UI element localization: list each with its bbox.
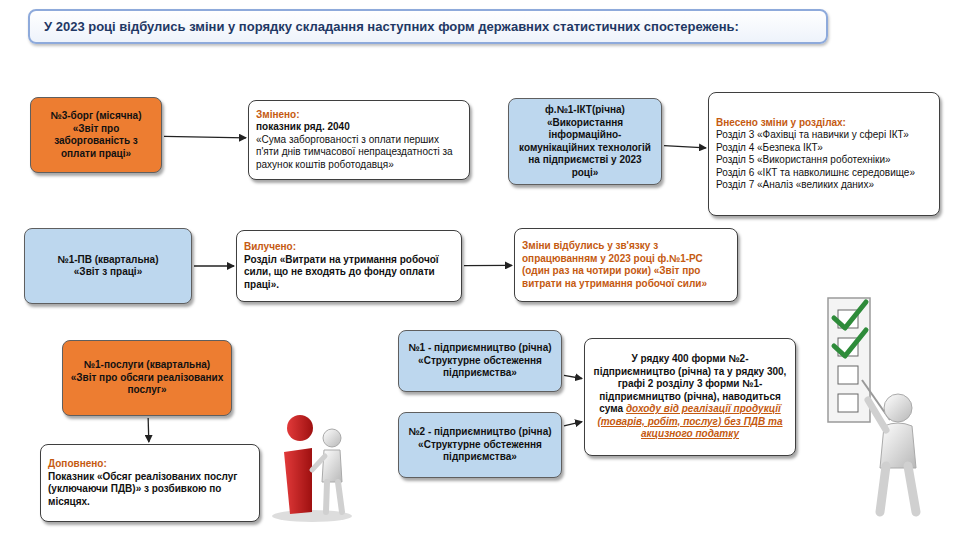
figure-arm bbox=[312, 456, 325, 470]
info-figure bbox=[272, 415, 352, 522]
form-box: ф.№1-ІКТ(річна)«Використання інформаційн… bbox=[508, 98, 662, 185]
form-box: №2 - підприємництво (річна)«Структурне о… bbox=[398, 412, 562, 478]
check-mark bbox=[834, 302, 866, 328]
check-mark bbox=[834, 330, 866, 356]
figure-head bbox=[884, 394, 912, 422]
arrow-connector bbox=[564, 375, 582, 378]
heading-text: Вилучено: bbox=[244, 241, 454, 254]
info-stem bbox=[284, 448, 312, 514]
arrow-connector bbox=[147, 418, 149, 442]
figure-arm bbox=[868, 400, 886, 430]
change-box: У рядку 400 форми №2-підприємництво (річ… bbox=[584, 338, 796, 456]
checklist-figure bbox=[828, 298, 916, 512]
arrow-connector bbox=[164, 136, 246, 138]
title: У 2023 році відбулись зміни у порядку ск… bbox=[44, 19, 812, 34]
heading-text: №2 - підприємництво (річна) bbox=[406, 426, 554, 439]
change-box: Змінено:показник ряд. 2040«Сума заборгов… bbox=[248, 100, 470, 180]
body-text: «Використання інформаційно-комунікаційни… bbox=[516, 117, 654, 180]
text-paragraph: У рядку 400 форми №2-підприємництво (річ… bbox=[592, 353, 788, 441]
checkbox bbox=[838, 394, 858, 412]
heading-text: №1 - підприємництво (річна) bbox=[406, 342, 554, 355]
form-box: №1 - підприємництво (річна)«Структурне о… bbox=[398, 330, 562, 392]
change-box: Вилучено:Розділ «Витрати на утримання ро… bbox=[236, 230, 462, 302]
body-text: Показник «Обсяг реалізованих послуг (укл… bbox=[48, 471, 252, 509]
note-box: Зміни відбулись у зв'язку з опрацюванням… bbox=[514, 228, 738, 302]
form-box: №3-борг (місячна)«Звіт про заборгованіст… bbox=[30, 97, 162, 173]
body-text: Розділ 5 «Використання роботехніки» bbox=[716, 154, 932, 167]
arrow-connector bbox=[664, 146, 706, 148]
change-box: Внесено зміни у розділах:Розділ 3 «Фахів… bbox=[708, 92, 940, 216]
info-dot bbox=[287, 415, 313, 441]
checkbox bbox=[838, 366, 858, 384]
body-text: «Звіт про обсяги реалізованих послуг» bbox=[70, 372, 224, 397]
body-text: «Сума заборгованості з оплати перших п'я… bbox=[256, 134, 462, 172]
form-box: №1-ПВ (квартальна)«Звіт з праці» bbox=[24, 228, 192, 304]
body-text: Розділ «Витрати на утримання робочої сил… bbox=[244, 254, 454, 292]
heading-text: №1-послуги (квартальна) bbox=[70, 359, 224, 372]
body-text: Розділ 6 «ІКТ та навколишнє середовище» bbox=[716, 167, 932, 180]
body-text: «Звіт про заборгованість з оплати праці» bbox=[38, 123, 154, 161]
body-text: Розділ 3 «Фахівці та навички у сфері ІКТ… bbox=[716, 129, 932, 142]
heading-text: Доповнено: bbox=[48, 458, 252, 471]
arrow-connector bbox=[564, 422, 582, 426]
body-text: «Структурне обстеження підприємства» bbox=[406, 439, 554, 464]
heading-text: Змінено: bbox=[256, 109, 462, 122]
form-box: №1-послуги (квартальна)«Звіт про обсяги … bbox=[62, 340, 232, 416]
arrow-connector bbox=[464, 265, 512, 266]
checklist-board bbox=[828, 298, 870, 422]
heading-text: ф.№1-ІКТ(річна) bbox=[516, 104, 654, 117]
body-text: «Структурне обстеження підприємства» bbox=[406, 355, 554, 380]
figure-legs bbox=[326, 482, 342, 512]
heading-text: №3-борг (місячна) bbox=[38, 110, 154, 123]
heading-text: Внесено зміни у розділах: bbox=[716, 117, 932, 130]
highlight-text: доходу від реалізації продукції (товарів… bbox=[597, 403, 782, 439]
body-text: показник ряд. 2040 bbox=[256, 121, 462, 134]
change-box: Доповнено:Показник «Обсяг реалізованих п… bbox=[40, 444, 260, 522]
body-text: Розділ 7 «Аналіз «великих даних» bbox=[716, 179, 932, 192]
heading-text: Зміни відбулись у зв'язку з опрацюванням… bbox=[522, 240, 730, 290]
figure-head bbox=[323, 429, 341, 447]
body-text: Розділ 4 «Безпека ІКТ» bbox=[716, 142, 932, 155]
arrow-connector bbox=[194, 265, 234, 266]
heading-text: №1-ПВ (квартальна) bbox=[32, 254, 184, 267]
figure-legs bbox=[880, 466, 916, 512]
body-text: «Звіт з праці» bbox=[32, 266, 184, 279]
title-banner: У 2023 році відбулись зміни у порядку ск… bbox=[28, 9, 828, 44]
